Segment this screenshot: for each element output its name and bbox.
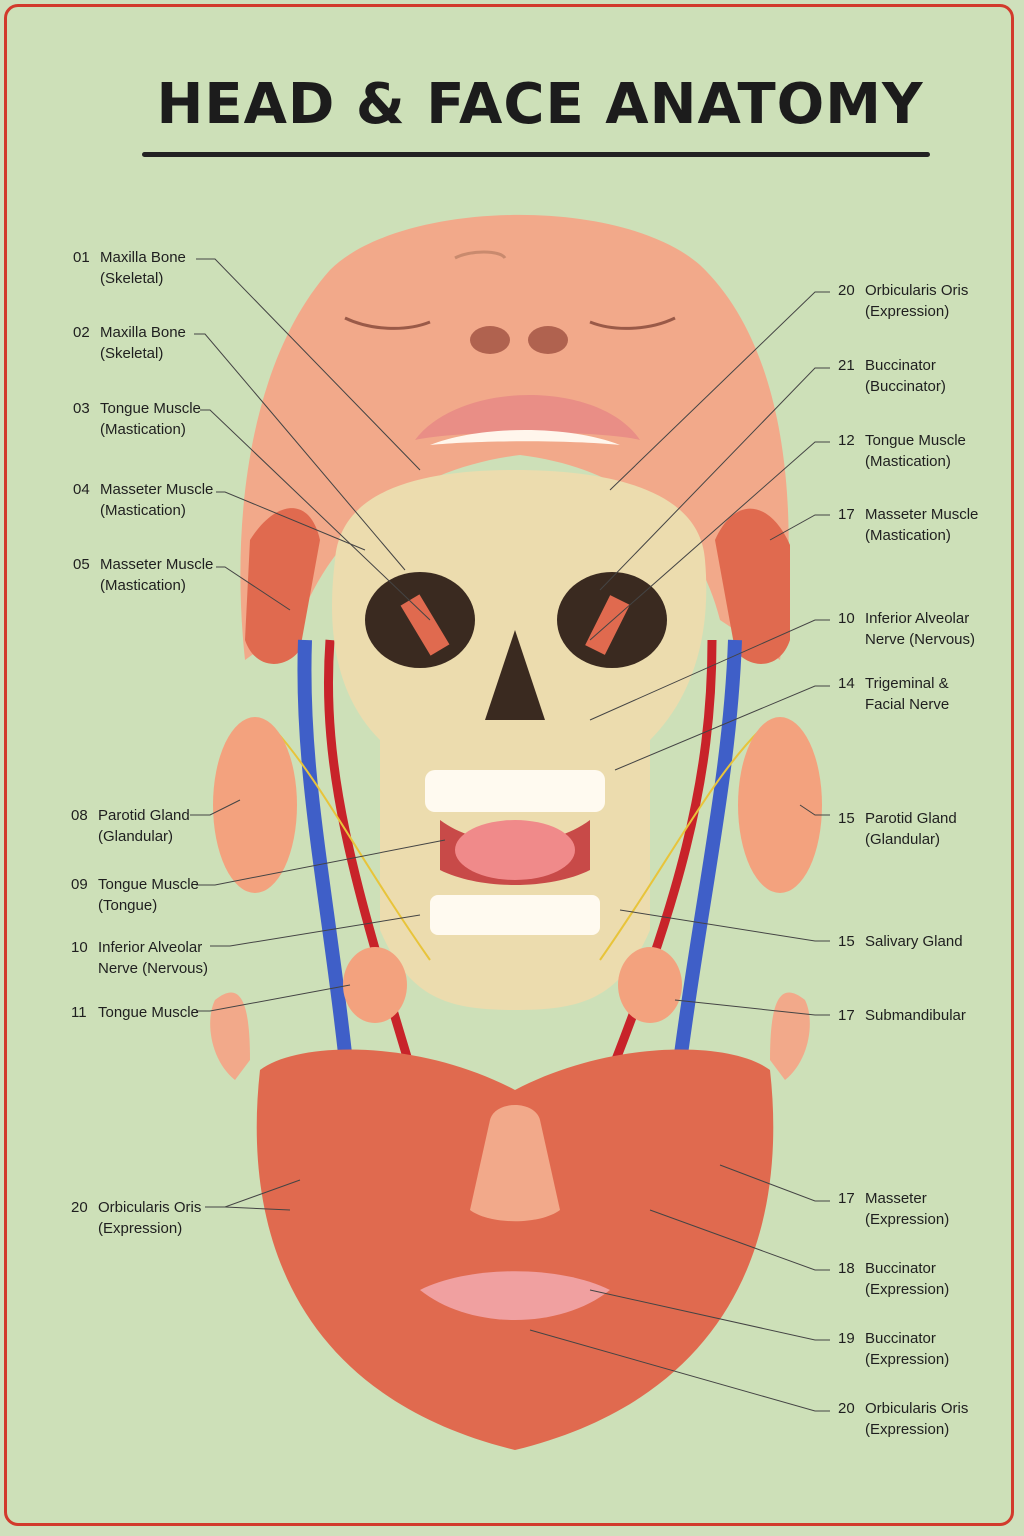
label-number: 04 (73, 481, 90, 498)
label-text: Masseter Muscle (100, 556, 214, 573)
left-jugular-vein (297, 639, 357, 1101)
label-text: Inferior Alveolar (865, 610, 970, 627)
right-carotid-artery (595, 639, 717, 1102)
label-text: Buccinator (865, 357, 936, 374)
label-text: Buccinator (865, 1260, 936, 1277)
label-subtext: Facial Nerve (865, 696, 950, 713)
right-nerve-branches (599, 729, 761, 961)
left-submandibular-gland (343, 947, 407, 1023)
right-masseter-flap (715, 508, 790, 664)
upper-face-mask (240, 214, 789, 660)
label-number: 17 (838, 1007, 855, 1024)
skull (332, 470, 707, 1010)
label-number: 05 (73, 556, 90, 573)
label-subtext: (Expression) (865, 1211, 950, 1228)
right-submandibular-gland (618, 947, 682, 1023)
label-subtext: Nerve (Nervous) (865, 631, 976, 648)
label-number: 14 (838, 675, 855, 692)
label-number: 11 (71, 1004, 87, 1021)
label-text: Tongue Muscle (98, 1004, 199, 1021)
label-text: Orbicularis Oris (98, 1199, 202, 1216)
lower-face-muscles (210, 992, 810, 1450)
label-text: Inferior Alveolar (98, 939, 203, 956)
label-subtext: (Mastication) (100, 502, 186, 519)
leader-lines-right (529, 291, 830, 1412)
label-text: Buccinator (865, 1330, 936, 1347)
left-nerve-branches (274, 729, 431, 961)
label-subtext: (Expression) (98, 1220, 183, 1237)
label-text: Tongue Muscle (865, 432, 966, 449)
label-subtext: (Expression) (865, 1351, 950, 1368)
label-number: 17 (838, 506, 855, 523)
label-number: 15 (838, 810, 855, 827)
leader-lines-left (190, 258, 446, 1211)
label-number: 10 (838, 610, 855, 627)
label-subtext: (Expression) (865, 1421, 950, 1438)
label-number: 20 (838, 282, 855, 299)
label-subtext: (Expression) (865, 303, 950, 320)
label-text: Masseter (865, 1190, 927, 1207)
label-text: Salivary Gland (865, 933, 963, 950)
label-text: Orbicularis Oris (865, 1400, 969, 1417)
label-subtext: (Mastication) (865, 527, 951, 544)
label-number: 08 (71, 807, 88, 824)
label-subtext: (Mastication) (100, 421, 186, 438)
label-subtext: Nerve (Nervous) (98, 960, 209, 977)
label-subtext: (Buccinator) (865, 378, 946, 395)
label-number: 20 (71, 1199, 88, 1216)
label-subtext: (Glandular) (98, 828, 174, 845)
label-number: 21 (838, 357, 855, 374)
label-number: 09 (71, 876, 88, 893)
right-jugular-vein (668, 639, 742, 1101)
label-number: 10 (71, 939, 88, 956)
label-text: Parotid Gland (98, 807, 190, 824)
label-text: Tongue Muscle (100, 400, 201, 417)
page-title: HEAD & FACE ANATOMY (156, 72, 924, 137)
label-subtext: (Skeletal) (100, 345, 164, 362)
label-subtext: (Glandular) (865, 831, 941, 848)
label-text: Trigeminal & (865, 675, 949, 692)
label-number: 03 (73, 400, 90, 417)
left-masseter-flap (245, 508, 320, 664)
label-subtext: (Mastication) (100, 577, 186, 594)
label-text: Parotid Gland (865, 810, 957, 827)
label-text: Masseter Muscle (865, 506, 979, 523)
label-text: Maxilla Bone (100, 249, 186, 266)
label-number: 12 (838, 432, 855, 449)
label-number: 18 (838, 1260, 855, 1277)
label-subtext: (Skeletal) (100, 270, 164, 287)
label-number: 02 (73, 324, 90, 341)
label-subtext: (Tongue) (98, 897, 158, 914)
left-parotid-gland (213, 717, 297, 893)
right-parotid-gland (738, 717, 822, 893)
label-number: 17 (838, 1190, 855, 1207)
label-text: Maxilla Bone (100, 324, 186, 341)
label-number: 20 (838, 1400, 855, 1417)
label-text: Masseter Muscle (100, 481, 214, 498)
label-subtext: (Mastication) (865, 453, 951, 470)
title-underline (142, 152, 930, 157)
left-carotid-artery (323, 639, 425, 1102)
label-text: Tongue Muscle (98, 876, 199, 893)
label-text: Orbicularis Oris (865, 282, 969, 299)
label-text: Submandibular (865, 1007, 966, 1024)
label-number: 15 (838, 933, 855, 950)
label-number: 19 (838, 1330, 855, 1347)
label-number: 01 (73, 249, 90, 266)
label-subtext: (Expression) (865, 1281, 950, 1298)
